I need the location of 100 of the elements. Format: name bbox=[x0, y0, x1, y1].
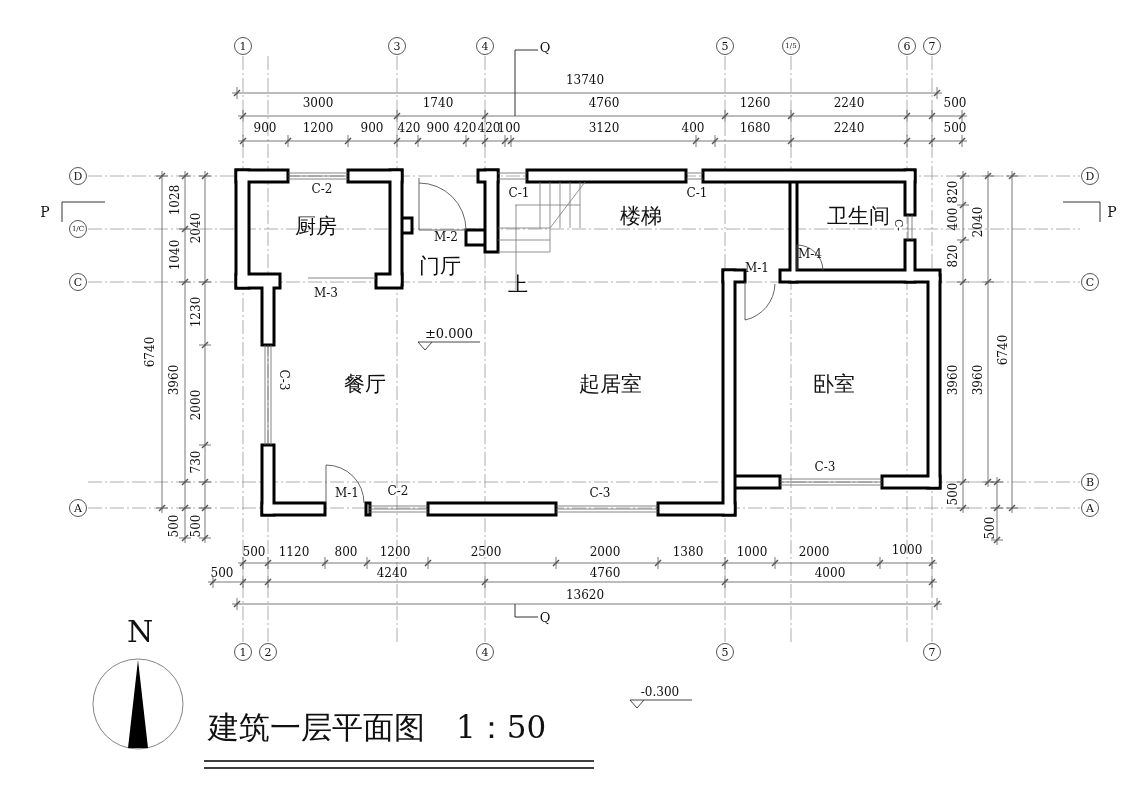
window-tag: C-1 bbox=[686, 187, 708, 199]
dimension-text: 3960 bbox=[168, 364, 180, 396]
door-tag: M-2 bbox=[434, 231, 458, 243]
dimension-text: 820 bbox=[947, 180, 959, 204]
dimension-text: 4760 bbox=[589, 567, 621, 579]
dimension-text: 500 bbox=[168, 514, 180, 538]
axis-bubble: D bbox=[69, 167, 87, 185]
axis-bubble: A bbox=[1081, 499, 1099, 517]
window-tag: C-1 bbox=[508, 187, 530, 199]
axis-bubble: 1 bbox=[234, 37, 252, 55]
dimension-text: 500 bbox=[210, 567, 234, 579]
room-label: 餐厅 bbox=[344, 373, 386, 395]
dimension-text: 2240 bbox=[833, 97, 865, 109]
axis-bubble: 4 bbox=[476, 37, 494, 55]
dimension-text: 420 bbox=[397, 122, 421, 134]
dimension-text: 6740 bbox=[997, 334, 1009, 366]
dimension-text: 1680 bbox=[739, 122, 771, 134]
dimension-text: 500 bbox=[984, 516, 996, 540]
dimension-text: 13620 bbox=[565, 589, 605, 601]
dimension-text: 1000 bbox=[891, 544, 923, 556]
dimension-text: 2000 bbox=[190, 389, 202, 421]
dimension-text: 3120 bbox=[588, 122, 620, 134]
dimension-text: 900 bbox=[360, 122, 384, 134]
dimension-text: 800 bbox=[334, 546, 358, 558]
dimension-text: 2000 bbox=[589, 546, 621, 558]
dimension-text: 1740 bbox=[422, 97, 454, 109]
dimension-text: 400 bbox=[681, 122, 705, 134]
dimension-text: 500 bbox=[190, 514, 202, 538]
window-tag: C-3 bbox=[814, 461, 836, 473]
axis-bubble: B bbox=[1081, 473, 1099, 491]
axis-bubble: A bbox=[69, 499, 87, 517]
dimension-text: 820 bbox=[947, 244, 959, 268]
elevation-label: -0.300 bbox=[640, 686, 680, 698]
room-label: 起居室 bbox=[578, 373, 642, 395]
dimension-text: 1380 bbox=[672, 546, 704, 558]
section-mark-label: P bbox=[1107, 205, 1117, 219]
dimension-text: 2240 bbox=[833, 122, 865, 134]
axis-bubble: 7 bbox=[923, 37, 941, 55]
dimension-text: 500 bbox=[947, 482, 959, 506]
dimension-text: 3960 bbox=[947, 364, 959, 396]
dimension-text: 900 bbox=[426, 122, 450, 134]
room-label: 上 bbox=[508, 274, 528, 294]
section-mark-label: P bbox=[40, 205, 50, 219]
room-label: 楼梯 bbox=[620, 205, 662, 227]
dimension-text: 1260 bbox=[739, 97, 771, 109]
door-tag: M-4 bbox=[798, 248, 822, 260]
dimension-text: 2040 bbox=[190, 212, 202, 244]
window-tag: C-2 bbox=[387, 485, 409, 497]
dimension-text: 2500 bbox=[470, 546, 502, 558]
dimension-text: 2040 bbox=[972, 206, 984, 238]
dimension-text: 500 bbox=[943, 97, 967, 109]
dimension-text: 4240 bbox=[376, 567, 408, 579]
dimension-text: 3960 bbox=[972, 364, 984, 396]
dimension-text: 1000 bbox=[736, 546, 768, 558]
dimension-text: 730 bbox=[190, 450, 202, 474]
window-tag: C-2 bbox=[311, 183, 333, 195]
window-tag: C-3 bbox=[278, 369, 290, 391]
axis-bubble: 5 bbox=[716, 37, 734, 55]
dimension-text: 13740 bbox=[565, 74, 605, 86]
dimension-text: 2000 bbox=[798, 546, 830, 558]
axis-bubble: 3 bbox=[388, 37, 406, 55]
dimension-text: 1200 bbox=[302, 122, 334, 134]
dimension-text: 420 bbox=[477, 122, 501, 134]
dimension-text: 500 bbox=[943, 122, 967, 134]
dimension-text: 900 bbox=[253, 122, 277, 134]
axis-bubble: 2 bbox=[259, 643, 277, 661]
dimension-text: 6740 bbox=[144, 336, 156, 368]
room-label: 门厅 bbox=[419, 255, 461, 277]
axis-bubble: 5 bbox=[716, 643, 734, 661]
door-tag: M-3 bbox=[314, 287, 338, 299]
dimension-text: 4760 bbox=[588, 97, 620, 109]
section-mark-label: Q bbox=[539, 610, 551, 624]
dimension-text: 500 bbox=[242, 546, 266, 558]
dimension-text: 1040 bbox=[169, 239, 181, 271]
dimension-text: 4000 bbox=[814, 567, 846, 579]
axis-bubble: C bbox=[1081, 273, 1099, 291]
axis-bubble: C bbox=[69, 273, 87, 291]
north-label: N bbox=[126, 617, 154, 647]
axis-bubble: 4 bbox=[476, 643, 494, 661]
door-tag: M-1 bbox=[335, 487, 359, 499]
section-mark-label: Q bbox=[539, 40, 551, 54]
room-label: 厨房 bbox=[295, 215, 337, 237]
room-label: 卧室 bbox=[813, 373, 855, 395]
dimension-text: 400 bbox=[947, 207, 959, 231]
elevation-label: ±0.000 bbox=[424, 326, 474, 340]
axis-bubble: 7 bbox=[923, 643, 941, 661]
dimension-text: 1120 bbox=[278, 546, 310, 558]
room-label: 卫生间 bbox=[826, 205, 890, 227]
window-tag: C- bbox=[892, 218, 904, 232]
door-tag: M-1 bbox=[745, 262, 769, 274]
dimension-text: 420 bbox=[453, 122, 477, 134]
dimension-text: 1200 bbox=[379, 546, 411, 558]
dimension-text: 1230 bbox=[190, 296, 202, 328]
axis-bubble: 6 bbox=[898, 37, 916, 55]
axis-bubble: D bbox=[1081, 167, 1099, 185]
dimension-text: 1028 bbox=[169, 184, 181, 216]
axis-bubble: 1 bbox=[234, 643, 252, 661]
dimension-text: 3000 bbox=[302, 97, 334, 109]
window-tag: C-3 bbox=[589, 487, 611, 499]
title: 建筑一层平面图 1：50 bbox=[208, 712, 547, 743]
